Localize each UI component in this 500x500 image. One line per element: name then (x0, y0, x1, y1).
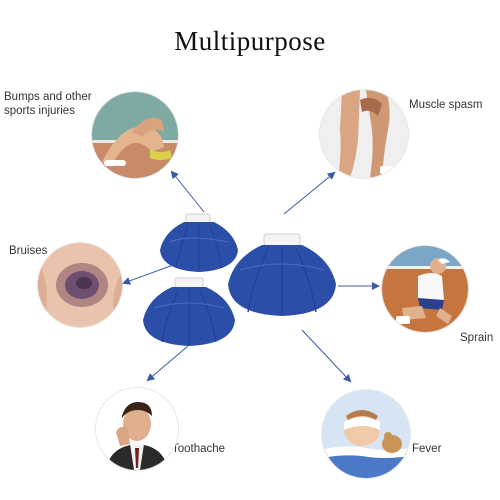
ice-bag-large (228, 233, 336, 316)
ice-bag-medium-bottom (143, 277, 235, 346)
label-sprain: Sprain (460, 332, 494, 344)
arrow-to-fever (301, 329, 352, 383)
ice-bag-small-top (160, 213, 238, 272)
image-muscle-spasm (320, 90, 408, 178)
image-toothache (96, 388, 178, 470)
image-bruise (38, 243, 122, 327)
label-toothache: Toothache (172, 443, 226, 455)
label-bruises: Bruises (9, 245, 48, 257)
label-bumps: Bumps and other sports injuries (4, 91, 92, 117)
label-fever: Fever (412, 443, 442, 455)
arrow-to-sports-injury (170, 170, 205, 213)
arrow-to-muscle-spasm (283, 171, 336, 215)
image-sports-injury (92, 92, 178, 178)
label-muscle-spasm: Muscle spasm (409, 99, 483, 111)
arrow-to-toothache (146, 345, 189, 382)
image-sprain (382, 246, 468, 332)
image-fever (322, 390, 410, 478)
page-title: Multipurpose (174, 26, 326, 56)
